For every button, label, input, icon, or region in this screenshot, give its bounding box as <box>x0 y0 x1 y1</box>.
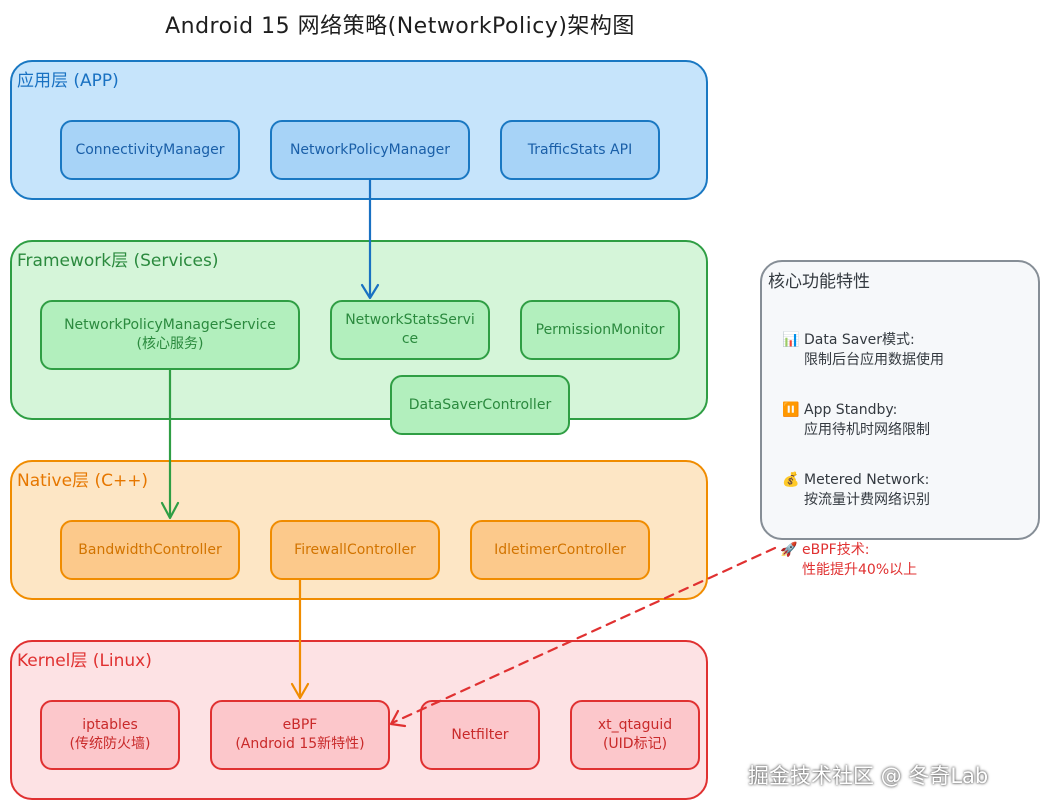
core-features-panel: 核心功能特性 📊Data Saver模式: 限制后台应用数据使用 ⏸️App S… <box>760 260 1040 540</box>
ebpf-feature-note: 🚀eBPF技术: 性能提升40%以上 <box>780 540 917 580</box>
rocket-icon: 🚀 <box>780 542 798 558</box>
arrow-native-to-kernel-head <box>290 682 310 700</box>
bar-chart-icon: 📊 <box>782 332 800 348</box>
box-label-line2: (Android 15新特性) <box>235 736 365 752</box>
feature-name: App Standby: <box>804 402 898 418</box>
arrow-ebpf-note-to-ebpf-head <box>389 709 407 728</box>
box-label-line2: ce <box>401 331 419 347</box>
feature-desc: 性能提升40%以上 <box>802 562 918 578</box>
box-label-line2: (核心服务) <box>136 336 204 352</box>
arrow-framework-to-native-head <box>160 501 180 520</box>
data-saver-controller-box: DataSaverController <box>390 375 570 435</box>
box-label-line1: iptables <box>82 717 138 733</box>
feature-item-app-standby: ⏸️App Standby: 应用待机时网络限制 <box>782 400 930 440</box>
arrow-app-to-framework-head <box>360 283 380 300</box>
box-label-line1: eBPF <box>282 717 318 733</box>
connectivity-manager-box: ConnectivityManager <box>60 120 240 180</box>
arrow-ebpf-note-to-ebpf <box>390 546 777 725</box>
box-label-line1: NetworkStatsServi <box>345 312 475 328</box>
money-bag-icon: 💰 <box>782 472 800 488</box>
box-label: NetworkPolicyManager <box>289 141 451 158</box>
netfilter-box: Netfilter <box>420 700 540 770</box>
feature-desc: 按流量计费网络识别 <box>804 492 930 508</box>
permission-monitor-box: PermissionMonitor <box>520 300 680 360</box>
feature-name: eBPF技术: <box>802 542 870 558</box>
features-title: 核心功能特性 <box>768 272 870 292</box>
feature-item-metered-network: 💰Metered Network: 按流量计费网络识别 <box>782 470 930 510</box>
box-label: PermissionMonitor <box>535 321 665 338</box>
network-stats-service-box: NetworkStatsServi ce <box>330 300 490 360</box>
box-label: FirewallController <box>294 541 416 558</box>
traffic-stats-api-box: TrafficStats API <box>500 120 660 180</box>
box-label: Netfilter <box>451 726 509 743</box>
box-label-line2: (传统防火墙) <box>69 736 151 752</box>
network-policy-manager-service-box: NetworkPolicyManagerService (核心服务) <box>40 300 300 370</box>
box-label-line1: xt_qtaguid <box>597 717 673 733</box>
native-layer-label: Native层 (C++) <box>17 471 149 491</box>
feature-desc: 限制后台应用数据使用 <box>804 352 944 368</box>
ebpf-box: eBPF (Android 15新特性) <box>210 700 390 770</box>
watermark: 掘金技术社区 @ 冬奇Lab <box>748 764 989 788</box>
bandwidth-controller-box: BandwidthController <box>60 520 240 580</box>
kernel-layer-label: Kernel层 (Linux) <box>17 651 152 671</box>
iptables-box: iptables (传统防火墙) <box>40 700 180 770</box>
pause-icon: ⏸️ <box>782 402 800 418</box>
diagram-title: Android 15 网络策略(NetworkPolicy)架构图 <box>165 14 635 39</box>
xt-qtaguid-box: xt_qtaguid (UID标记) <box>570 700 700 770</box>
app-layer-label: 应用层 (APP) <box>17 71 119 91</box>
box-label: TrafficStats API <box>527 141 633 158</box>
box-label: BandwidthController <box>78 541 222 558</box>
box-label-line2: (UID标记) <box>602 736 668 752</box>
network-policy-manager-box: NetworkPolicyManager <box>270 120 470 180</box>
box-label-line1: NetworkPolicyManagerService <box>64 317 276 333</box>
idletimer-controller-box: IdletimerController <box>470 520 650 580</box>
box-label: DataSaverController <box>408 396 552 413</box>
box-label: ConnectivityManager <box>75 141 225 158</box>
feature-name: Metered Network: <box>804 472 930 488</box>
framework-layer-label: Framework层 (Services) <box>17 251 219 271</box>
feature-desc: 应用待机时网络限制 <box>804 422 930 438</box>
box-label: IdletimerController <box>494 541 626 558</box>
firewall-controller-box: FirewallController <box>270 520 440 580</box>
feature-item-data-saver: 📊Data Saver模式: 限制后台应用数据使用 <box>782 330 944 370</box>
feature-name: Data Saver模式: <box>804 332 915 348</box>
